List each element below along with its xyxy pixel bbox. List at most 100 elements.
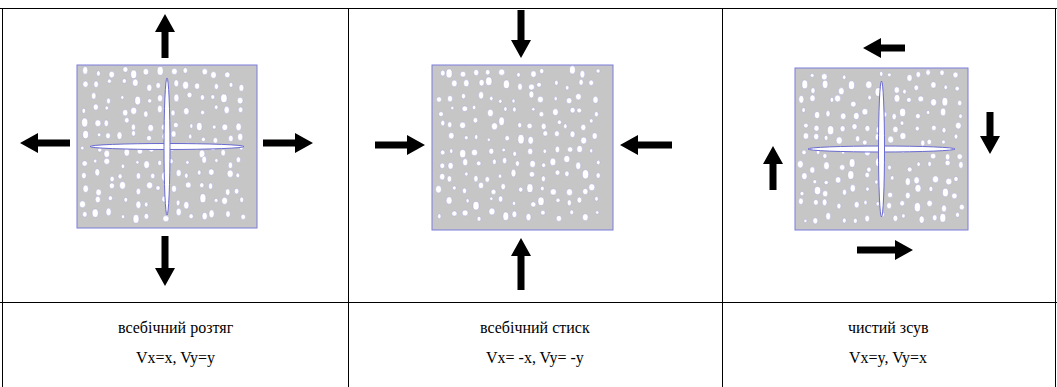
pore bbox=[104, 150, 110, 157]
pore bbox=[119, 181, 125, 189]
pore bbox=[577, 145, 583, 152]
pore bbox=[530, 160, 536, 167]
pore bbox=[957, 154, 962, 160]
pore bbox=[932, 176, 938, 183]
pore bbox=[452, 211, 457, 216]
pore bbox=[541, 123, 546, 129]
pore bbox=[463, 159, 468, 166]
pore bbox=[865, 172, 870, 177]
pore bbox=[214, 84, 218, 90]
pore bbox=[79, 201, 85, 208]
cell-caption: всебічний розтяг bbox=[118, 318, 233, 338]
pore bbox=[914, 203, 920, 212]
pore bbox=[106, 133, 111, 139]
pore bbox=[929, 186, 933, 191]
pore bbox=[553, 109, 559, 116]
pore bbox=[557, 120, 561, 125]
pore bbox=[543, 149, 546, 153]
pore bbox=[512, 211, 517, 218]
pore bbox=[893, 126, 898, 132]
pore bbox=[942, 188, 948, 197]
pore bbox=[866, 187, 870, 191]
sample-square bbox=[432, 65, 613, 230]
pore bbox=[221, 94, 227, 103]
pore bbox=[491, 123, 497, 130]
pore bbox=[848, 81, 854, 90]
pore bbox=[582, 170, 588, 179]
pore bbox=[567, 200, 571, 206]
pore bbox=[486, 77, 492, 86]
pore bbox=[131, 70, 137, 79]
pore bbox=[489, 148, 494, 154]
pore bbox=[475, 135, 478, 140]
pore bbox=[838, 88, 844, 95]
pore bbox=[82, 108, 86, 113]
pore bbox=[476, 161, 481, 166]
pore bbox=[157, 95, 162, 102]
pore bbox=[542, 163, 546, 168]
pore bbox=[95, 169, 100, 176]
pore bbox=[237, 97, 243, 104]
pore bbox=[156, 83, 161, 89]
pore bbox=[888, 136, 894, 143]
pore bbox=[499, 117, 505, 125]
pore bbox=[135, 96, 141, 105]
pore bbox=[880, 71, 883, 76]
pore bbox=[940, 70, 944, 76]
pore bbox=[942, 140, 946, 144]
pore bbox=[555, 170, 560, 175]
load-arrow bbox=[980, 112, 1000, 154]
pore bbox=[518, 83, 523, 90]
pore bbox=[541, 210, 546, 215]
pore bbox=[840, 113, 846, 120]
pore bbox=[940, 108, 946, 116]
pore bbox=[840, 165, 845, 171]
pore bbox=[824, 135, 828, 140]
pore bbox=[570, 131, 575, 138]
pore bbox=[592, 133, 597, 140]
pore bbox=[554, 97, 557, 101]
pore bbox=[221, 150, 226, 156]
pore bbox=[518, 135, 524, 144]
pore bbox=[95, 196, 100, 203]
pore bbox=[853, 218, 857, 223]
pore bbox=[183, 68, 187, 74]
pore bbox=[868, 95, 872, 100]
pore bbox=[854, 202, 859, 208]
pore bbox=[541, 176, 545, 182]
pore bbox=[197, 170, 201, 175]
pore bbox=[902, 214, 906, 218]
pore bbox=[462, 188, 466, 194]
pore bbox=[577, 197, 582, 203]
pore bbox=[583, 188, 588, 194]
sample-square bbox=[795, 68, 968, 230]
pore bbox=[900, 201, 905, 206]
pore bbox=[447, 176, 452, 182]
pore bbox=[811, 88, 815, 94]
pore bbox=[914, 177, 920, 184]
pore bbox=[147, 135, 152, 140]
pore bbox=[97, 133, 101, 137]
pore bbox=[227, 170, 233, 177]
pore bbox=[201, 137, 205, 141]
pore bbox=[123, 110, 128, 116]
pore bbox=[954, 134, 958, 139]
pore bbox=[505, 136, 510, 141]
pore bbox=[213, 138, 218, 144]
pore bbox=[921, 140, 925, 146]
pore bbox=[893, 215, 898, 221]
pore bbox=[822, 80, 828, 88]
pore bbox=[460, 150, 466, 158]
pore bbox=[158, 160, 162, 165]
pore bbox=[172, 68, 178, 74]
pore bbox=[824, 181, 828, 185]
pore bbox=[564, 124, 568, 129]
pore bbox=[498, 174, 501, 178]
pore bbox=[108, 196, 112, 201]
pore bbox=[515, 161, 519, 166]
pore bbox=[452, 186, 456, 190]
pore bbox=[956, 212, 960, 217]
pore bbox=[799, 95, 804, 103]
pore bbox=[519, 187, 523, 192]
